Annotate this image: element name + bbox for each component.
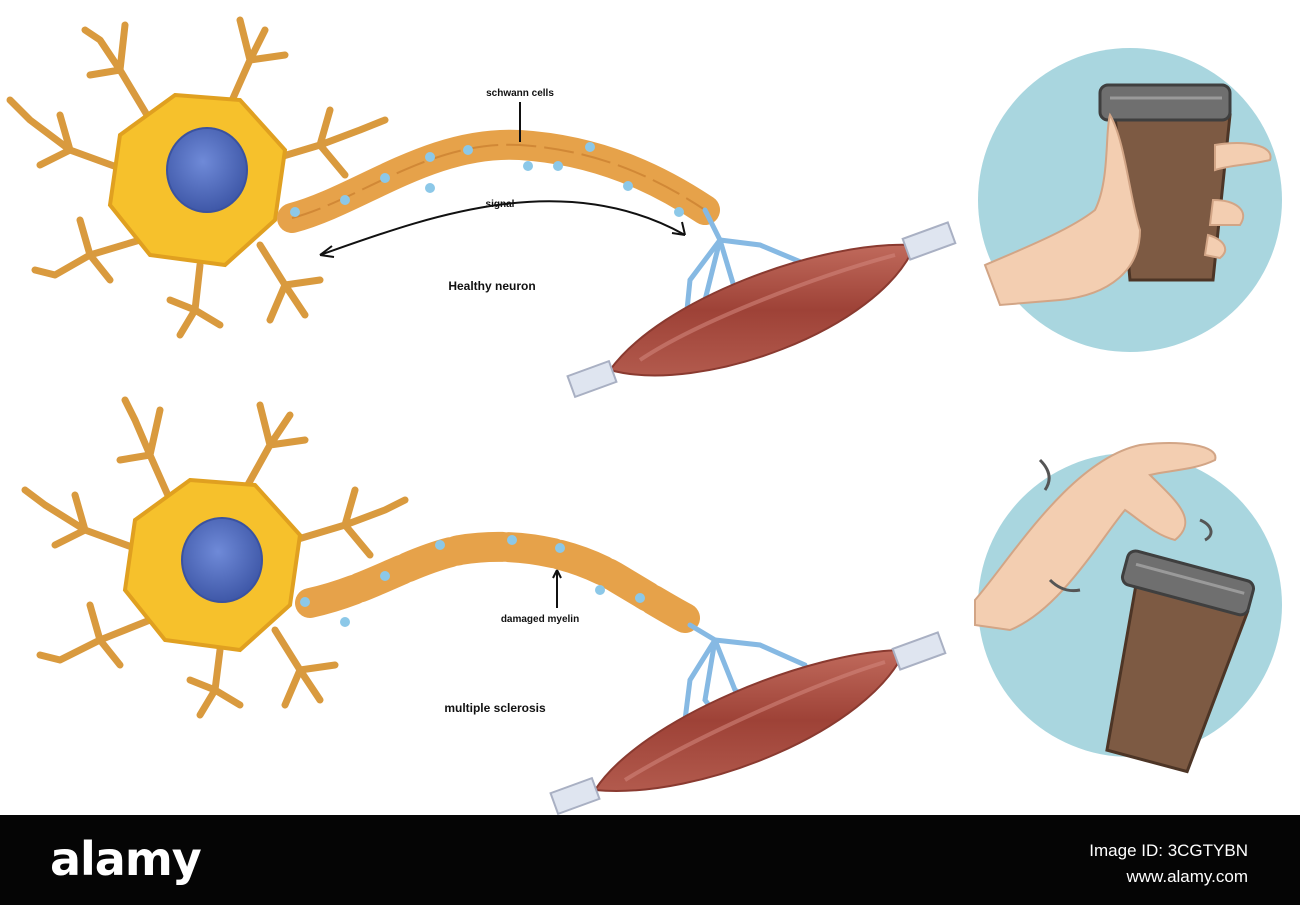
signal-arrow (319, 200, 686, 256)
myelin-nodes (300, 535, 645, 627)
myelin-nodes (290, 142, 684, 217)
schwann-cell-label: schwann cells (486, 88, 554, 99)
ms-neuron-label: multiple sclerosis (444, 701, 546, 715)
hand-holding-cup-icon (978, 48, 1282, 352)
cup-lid (1120, 549, 1256, 617)
cup-lid (1098, 83, 1232, 122)
healthy-neuron: schwann cells signal Healthy neuron (6, 16, 957, 399)
image-id-block: Image ID: 3CGTYBN www.alamy.com (1089, 838, 1248, 890)
watermark-bar (0, 815, 1300, 905)
hand (983, 112, 1142, 307)
signal-label: signal (486, 199, 515, 210)
nucleus (166, 127, 248, 213)
healthy-neuron-label: Healthy neuron (448, 279, 535, 293)
image-url[interactable]: www.alamy.com (1126, 867, 1248, 886)
axon (295, 531, 700, 633)
alamy-logo[interactable]: alamy (50, 832, 202, 886)
muscle-fiber (566, 221, 957, 399)
image-id: Image ID: 3CGTYBN (1089, 841, 1248, 860)
hand (974, 442, 1217, 632)
dendrites (21, 396, 409, 719)
nucleus (181, 517, 263, 603)
damaged-myelin-label: damaged myelin (501, 614, 579, 625)
ms-neuron: damaged myelin multiple sclerosis (21, 396, 947, 816)
muscle-fiber (549, 631, 947, 816)
hand-dropping-cup-icon (974, 442, 1282, 774)
dendrites (6, 16, 389, 339)
